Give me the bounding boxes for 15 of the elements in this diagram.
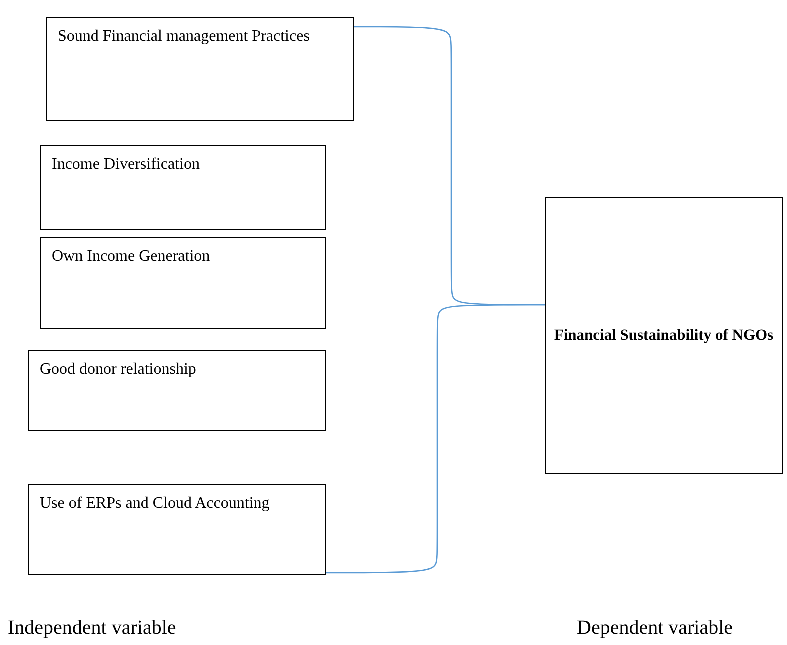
- variable-box: [46, 17, 354, 121]
- variable-box: [40, 237, 326, 329]
- box-label: Own Income Generation: [52, 247, 212, 267]
- variable-box: [28, 350, 326, 431]
- axis-caption: Dependent variable: [577, 617, 734, 640]
- variable-box: [40, 145, 326, 230]
- variable-box: [545, 197, 783, 474]
- axis-caption: Independent variable: [8, 617, 176, 640]
- box-label: Sound Financial management Practices: [58, 27, 311, 47]
- box-label: Income Diversification: [52, 155, 201, 175]
- box-label: Use of ERPs and Cloud Accounting: [40, 494, 271, 514]
- box-label: Financial Sustainability of NGOs: [554, 326, 774, 346]
- brace-line: [326, 304, 545, 574]
- variable-box: [28, 484, 326, 575]
- box-label: Good donor relationship: [40, 360, 198, 380]
